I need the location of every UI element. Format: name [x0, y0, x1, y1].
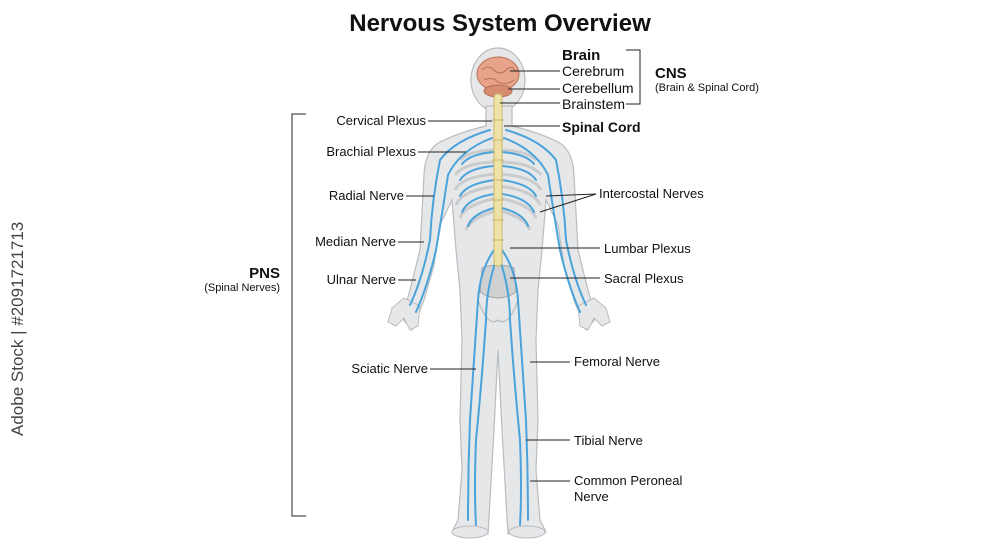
brainstem-label: Brainstem — [562, 96, 626, 112]
vertebrae — [492, 119, 504, 241]
nerve-network — [409, 129, 587, 526]
right-foot — [508, 525, 546, 539]
cerebrum-label: Cerebrum — [562, 63, 625, 79]
spinal-cord-label: Spinal Cord — [562, 119, 641, 135]
cerebellum-label: Cerebellum — [562, 80, 634, 96]
cns-bracket — [626, 49, 641, 105]
brachial-plexus-label: Brachial Plexus — [326, 144, 416, 159]
page-title: Nervous System Overview — [349, 10, 651, 37]
intercostal-nerves-label: Intercostal Nerves — [599, 186, 704, 201]
sciatic-nerve-label: Sciatic Nerve — [351, 361, 428, 376]
cns-subheading: (Brain & Spinal Cord) — [655, 82, 759, 94]
pns-heading: PNS — [249, 265, 280, 282]
common-peroneal-label: Common Peroneal — [574, 473, 683, 488]
radial-nerve-label: Radial Nerve — [328, 188, 404, 203]
buttocks — [477, 299, 519, 323]
sacrum — [479, 264, 517, 299]
left-foot — [451, 525, 489, 539]
femoral-nerve-label: Femoral Nerve — [574, 354, 660, 369]
cervical-plexus-label: Cervical Plexus — [336, 113, 426, 128]
pns-bracket — [291, 113, 306, 517]
pns-subheading: (Spinal Nerves) — [204, 282, 280, 294]
brain-label: Brain — [562, 47, 601, 64]
lumbar-plexus-label: Lumbar Plexus — [604, 241, 691, 256]
stock-id-watermark: Adobe Stock | #2091721713 — [8, 221, 27, 436]
leader-lines — [398, 70, 600, 482]
median-nerve-label: Median Nerve — [315, 234, 396, 249]
brain-folds — [481, 66, 517, 85]
cns-heading: CNS — [655, 65, 687, 82]
tibial-nerve-label: Tibial Nerve — [574, 433, 643, 448]
sacral-plexus-label: Sacral Plexus — [604, 271, 684, 286]
common-peroneal-label-line2: Nerve — [574, 489, 609, 504]
ulnar-nerve-label: Ulnar Nerve — [326, 272, 396, 287]
left-hand — [387, 297, 421, 331]
